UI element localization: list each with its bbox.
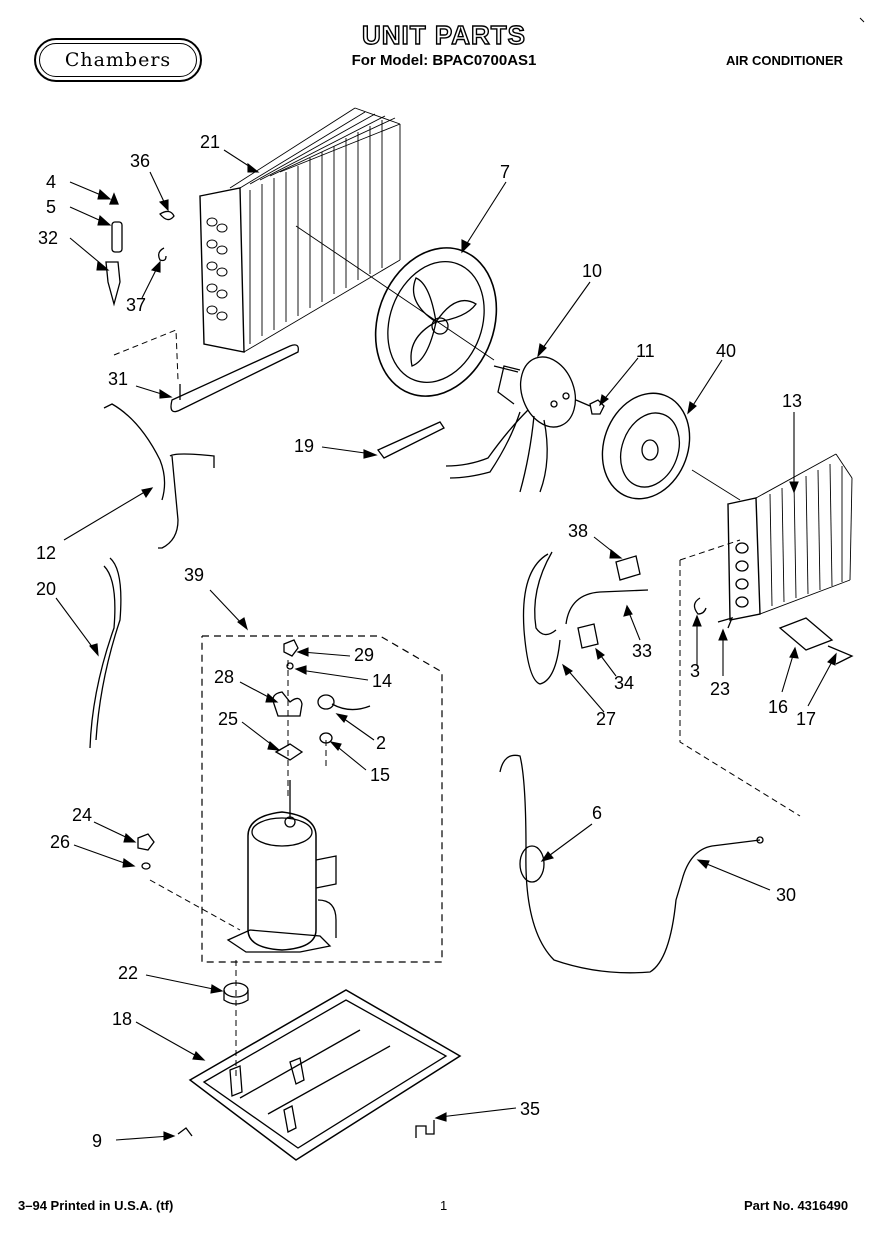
callout-3: 3	[690, 661, 701, 681]
callout-29: 29	[354, 645, 375, 665]
page-title: UNIT PARTS	[361, 19, 527, 50]
callout-34: 34	[614, 673, 635, 693]
callout-24: 24	[72, 805, 93, 825]
callout-9: 9	[92, 1131, 103, 1151]
callout-33: 33	[632, 641, 653, 661]
callout-12: 12	[36, 543, 57, 563]
callout-40: 40	[716, 341, 737, 361]
callout-7: 7	[500, 162, 511, 182]
callout-36: 36	[130, 151, 151, 171]
brand-logo-text: Chambers	[64, 49, 172, 71]
callout-32: 32	[38, 228, 59, 248]
product-category: AIR CONDITIONER	[726, 53, 843, 68]
callout-13: 13	[782, 391, 803, 411]
callout-28: 28	[214, 667, 235, 687]
heater-wire	[499, 754, 683, 974]
fan-motor	[445, 356, 577, 493]
connection-lines	[113, 329, 801, 1080]
wire-harness	[89, 557, 122, 749]
model-subtitle: For Model: BPAC0700AS1	[351, 52, 537, 69]
page-number: 1	[440, 1198, 448, 1213]
insulation-pads	[577, 555, 641, 649]
condenser-coil	[727, 453, 853, 621]
callout-30: 30	[776, 885, 797, 905]
callout-15: 15	[370, 765, 391, 785]
print-date: 3–94 Printed in U.S.A. (tf)	[18, 1198, 174, 1213]
callout-20: 20	[36, 579, 57, 599]
base-clip	[415, 1120, 435, 1138]
blower-wheel	[601, 392, 741, 501]
callout-6: 6	[592, 803, 603, 823]
callout-39: 39	[184, 565, 205, 585]
mount-nut-washer	[137, 833, 155, 870]
callout-23: 23	[710, 679, 731, 699]
callout-37: 37	[126, 295, 147, 315]
tubing	[103, 403, 215, 549]
callout-38: 38	[568, 521, 589, 541]
discharge-tube	[681, 836, 764, 881]
callout-5: 5	[46, 197, 57, 217]
fan-shroud	[295, 225, 498, 397]
callout-2: 2	[376, 733, 387, 753]
nut	[575, 399, 605, 415]
callout-14: 14	[372, 671, 393, 691]
compressor	[226, 780, 337, 953]
evaporator-coil	[199, 107, 401, 353]
callout-22: 22	[118, 963, 139, 983]
clamp	[376, 421, 445, 459]
grommet	[223, 982, 249, 1005]
base-pan	[188, 989, 462, 1161]
part-number: Part No. 4316490	[744, 1198, 849, 1213]
brand-logo-inner-border	[39, 43, 197, 77]
callout-35: 35	[520, 1099, 541, 1119]
callout-31: 31	[108, 369, 129, 389]
drain-tube	[170, 344, 299, 413]
suction-tube	[522, 551, 561, 685]
brand-logo: Chambers	[34, 38, 202, 82]
callout-11: 11	[636, 341, 655, 361]
clips	[693, 597, 734, 629]
callout-4: 4	[46, 172, 57, 192]
capillary-tube	[565, 589, 649, 625]
callout-25: 25	[218, 709, 239, 729]
callout-19: 19	[294, 436, 315, 456]
callout-21: 21	[200, 132, 221, 152]
callout-26: 26	[50, 832, 71, 852]
thermostat-parts	[105, 192, 175, 307]
callout-16: 16	[768, 697, 789, 717]
callout-17: 17	[796, 709, 817, 729]
compressor-terminal-parts	[272, 639, 371, 761]
bracket	[778, 617, 854, 665]
callout-18: 18	[112, 1009, 133, 1029]
leader-lines	[55, 149, 837, 1141]
callout-10: 10	[582, 261, 603, 281]
callout-27: 27	[596, 709, 617, 729]
compressor-assembly-box	[201, 635, 443, 963]
screw	[177, 1127, 193, 1137]
